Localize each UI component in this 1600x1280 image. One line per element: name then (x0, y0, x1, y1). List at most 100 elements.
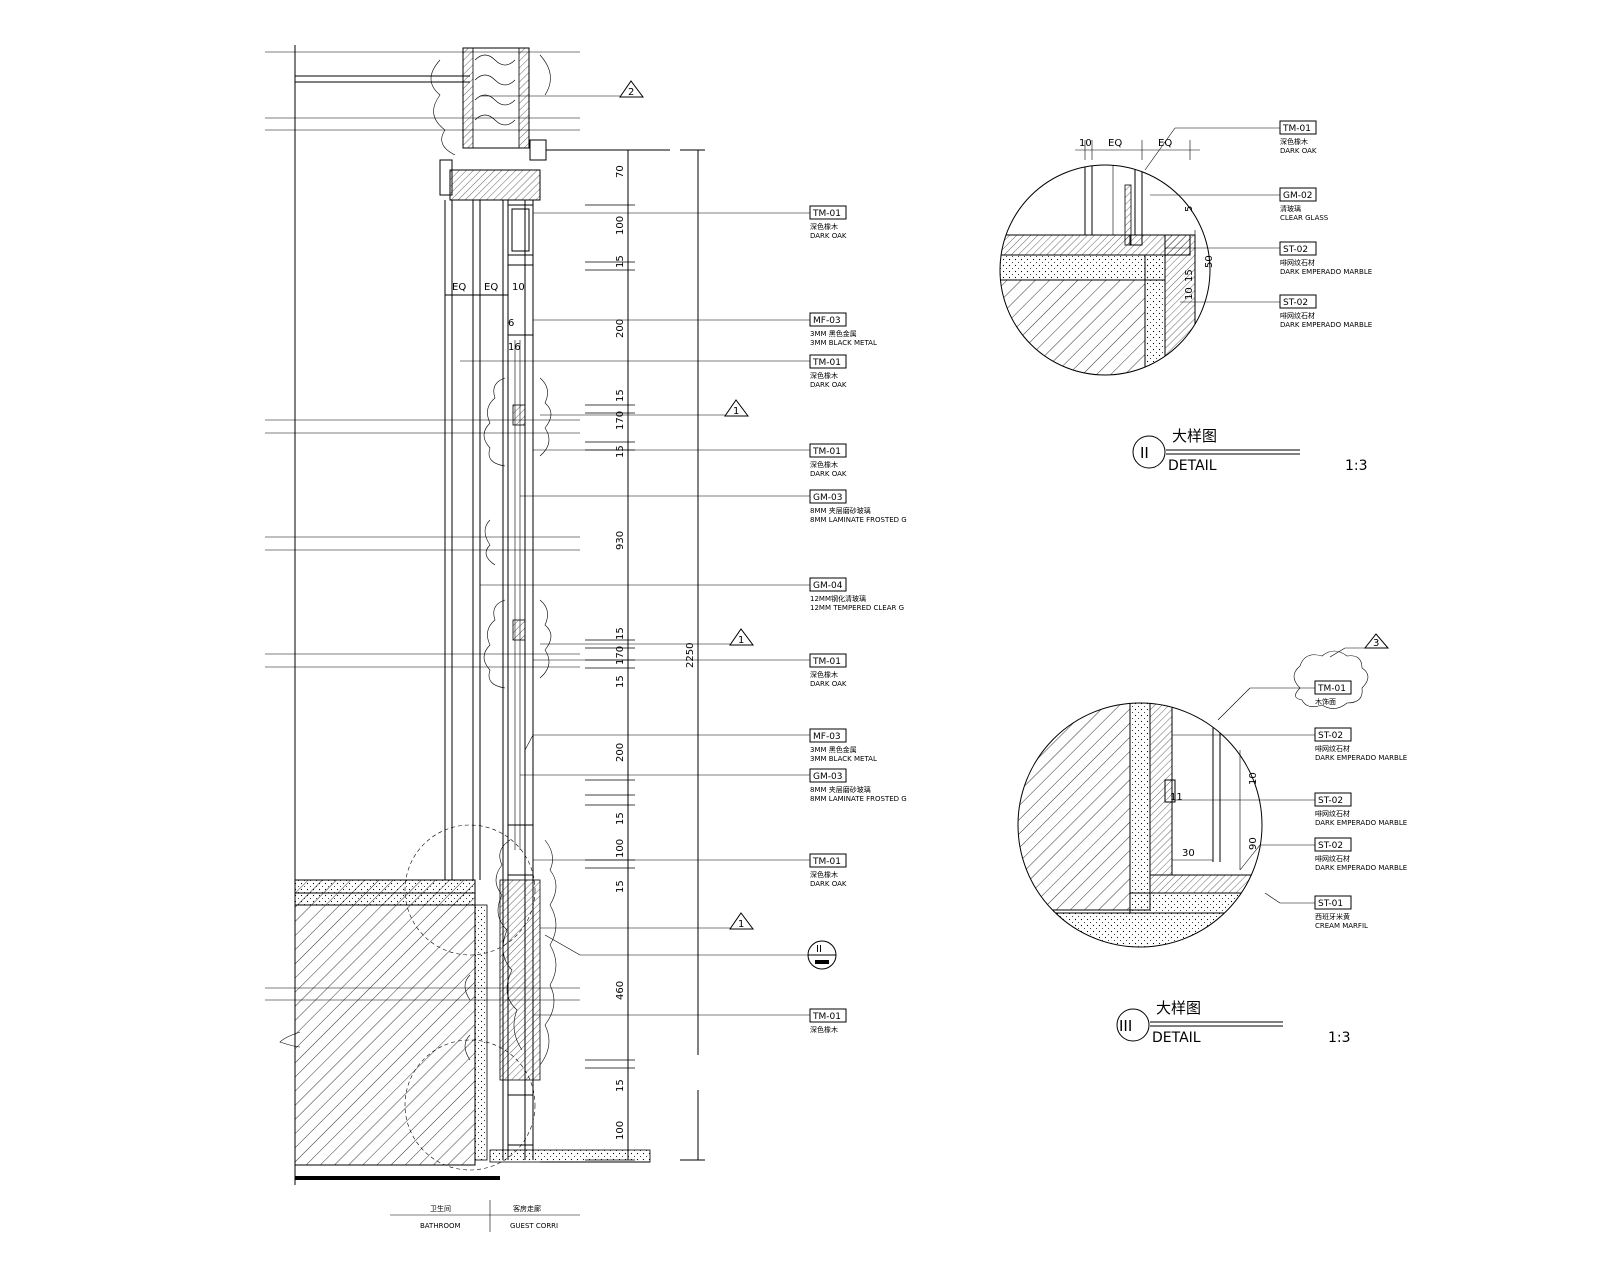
d3-dim-10: 10 (1248, 772, 1259, 785)
svg-text:TM-01: TM-01 (812, 657, 841, 667)
svg-text:III: III (1119, 1017, 1132, 1035)
svg-text:II: II (1140, 444, 1149, 462)
dim-11: 200 (615, 743, 626, 762)
dim-15: 460 (615, 981, 626, 1000)
dim-total: 2250 (685, 643, 696, 668)
svg-text:TM-01: TM-01 (1282, 124, 1311, 134)
svg-text:TM-01: TM-01 (1317, 684, 1346, 694)
svg-text:啡网纹石材: 啡网纹石材 (1280, 258, 1315, 267)
svg-text:西班牙米黄: 西班牙米黄 (1315, 912, 1350, 921)
dim-17: 100 (615, 1121, 626, 1140)
d2-dim-15: 15 (1184, 269, 1195, 282)
svg-text:大样图: 大样图 (1172, 427, 1217, 445)
d3-dim-90: 90 (1248, 837, 1259, 850)
detail-title: II 大样图 DETAIL 1:3 (1132, 427, 1368, 474)
svg-text:啡网纹石材: 啡网纹石材 (1315, 809, 1350, 818)
svg-text:MF-03: MF-03 (813, 316, 841, 326)
svg-text:3: 3 (1373, 638, 1379, 649)
svg-text:深色橡木: 深色橡木 (810, 870, 838, 879)
svg-text:DARK OAK: DARK OAK (810, 381, 847, 389)
svg-text:深色橡木: 深色橡木 (810, 222, 838, 231)
d2-dim-eq1: EQ (1108, 138, 1122, 149)
callout-tag: GM-03 8MM 夹层磨砂玻璃 8MM LAMINATE FROSTED G (809, 768, 907, 803)
dim-3: 200 (615, 319, 626, 338)
svg-text:1: 1 (733, 406, 739, 417)
revision-triangle: 3 (1363, 633, 1390, 649)
room-left-en: BATHROOM (420, 1222, 461, 1230)
callout-tag: TM-01 深色橡木 DARK OAK (1279, 120, 1317, 155)
svg-text:CLEAR GLASS: CLEAR GLASS (1280, 214, 1329, 222)
eq-right-label: EQ (484, 282, 498, 293)
svg-text:TM-01: TM-01 (812, 857, 841, 867)
svg-text:木饰面: 木饰面 (1315, 697, 1336, 706)
svg-text:DETAIL: DETAIL (1168, 458, 1217, 474)
svg-text:II: II (816, 944, 822, 955)
dim-2: 15 (615, 255, 626, 268)
svg-text:12MM TEMPERED CLEAR G: 12MM TEMPERED CLEAR G (810, 604, 904, 612)
elevation-dimensions: 70 100 15 200 15 170 15 930 15 170 15 20… (585, 149, 696, 1161)
callout-tag: ST-01 西班牙米黄 CREAM MARFIL (1314, 895, 1368, 930)
svg-text:TM-01: TM-01 (812, 358, 841, 368)
svg-text:ST-01: ST-01 (1318, 899, 1343, 909)
svg-text:啡网纹石材: 啡网纹石材 (1315, 854, 1350, 863)
d2-dim-50: 50 (1204, 255, 1215, 268)
svg-text:深色橡木: 深色橡木 (810, 371, 838, 380)
svg-text:DARK OAK: DARK OAK (1280, 147, 1317, 155)
svg-text:DARK EMPERADO MARBLE: DARK EMPERADO MARBLE (1315, 819, 1407, 827)
dim-0: 70 (615, 165, 626, 178)
callout-tag: TM-01 深色橡木 DARK OAK (809, 205, 847, 240)
svg-text:DARK OAK: DARK OAK (810, 880, 847, 888)
callout-tag: ST-02 啡网纹石材 DARK EMPERADO MARBLE (1279, 294, 1372, 329)
svg-text:ST-02: ST-02 (1318, 731, 1343, 741)
svg-text:3MM BLACK METAL: 3MM BLACK METAL (810, 755, 877, 763)
svg-text:DARK EMPERADO MARBLE: DARK EMPERADO MARBLE (1280, 321, 1372, 329)
d3-dim-30: 30 (1182, 848, 1195, 859)
detail-title: III 大样图 DETAIL 1:3 (1116, 999, 1351, 1046)
dim-5: 170 (615, 411, 626, 430)
callout-tag: ST-02 啡网纹石材 DARK EMPERADO MARBLE (1314, 837, 1407, 872)
svg-text:TM-01: TM-01 (812, 1012, 841, 1022)
d2-dim-10: 10 (1079, 138, 1092, 149)
svg-text:深色橡木: 深色橡木 (810, 1025, 838, 1034)
dim-16: 15 (615, 1079, 626, 1092)
svg-text:DARK EMPERADO MARBLE: DARK EMPERADO MARBLE (1280, 268, 1372, 276)
section-mark: II (807, 940, 837, 970)
eq-left-label: EQ (452, 282, 466, 293)
revision-triangle: 2 (619, 80, 644, 98)
svg-text:1:3: 1:3 (1345, 458, 1368, 474)
svg-text:DARK OAK: DARK OAK (810, 470, 847, 478)
svg-text:TM-01: TM-01 (812, 209, 841, 219)
svg-text:TM-01: TM-01 (812, 447, 841, 457)
svg-text:DARK EMPERADO MARBLE: DARK EMPERADO MARBLE (1315, 754, 1407, 762)
elevation-section: EQ EQ 10 6 16 70 100 15 200 15 170 15 93… (265, 45, 907, 1232)
dim-8: 15 (615, 627, 626, 640)
small-dim-b: 6 (508, 318, 514, 329)
svg-text:12MM钢化清玻璃: 12MM钢化清玻璃 (810, 594, 866, 603)
svg-text:GM-03: GM-03 (813, 772, 842, 782)
room-right-en: GUEST CORRI (510, 1222, 558, 1230)
room-left-cn: 卫生间 (430, 1204, 451, 1213)
svg-text:ST-02: ST-02 (1283, 245, 1308, 255)
dim-13: 100 (615, 839, 626, 858)
svg-text:2: 2 (628, 87, 634, 98)
dim-4: 15 (615, 389, 626, 402)
callout-tag: ST-02 啡网纹石材 DARK EMPERADO MARBLE (1279, 241, 1372, 276)
dim-10: 15 (615, 675, 626, 688)
svg-text:DARK EMPERADO MARBLE: DARK EMPERADO MARBLE (1315, 864, 1407, 872)
revision-triangle: 1 (729, 912, 754, 930)
svg-text:深色橡木: 深色橡木 (1280, 137, 1308, 146)
dim-14: 15 (615, 880, 626, 893)
svg-text:CREAM MARFIL: CREAM MARFIL (1315, 922, 1368, 930)
dim-1: 100 (615, 216, 626, 235)
revision-triangle: 1 (729, 628, 754, 646)
dim-7: 930 (615, 531, 626, 550)
callout-tag: TM-01 深色橡木 DARK OAK (809, 354, 847, 389)
room-right-cn: 客房走廊 (513, 1204, 541, 1213)
svg-text:GM-04: GM-04 (813, 581, 843, 591)
svg-text:1:3: 1:3 (1328, 1030, 1351, 1046)
svg-text:啡网纹石材: 啡网纹石材 (1315, 744, 1350, 753)
revision-triangle: 1 (724, 399, 749, 417)
callout-tag: TM-01 深色橡木 (809, 1008, 847, 1034)
callout-tag: TM-01 木饰面 (1314, 680, 1352, 706)
